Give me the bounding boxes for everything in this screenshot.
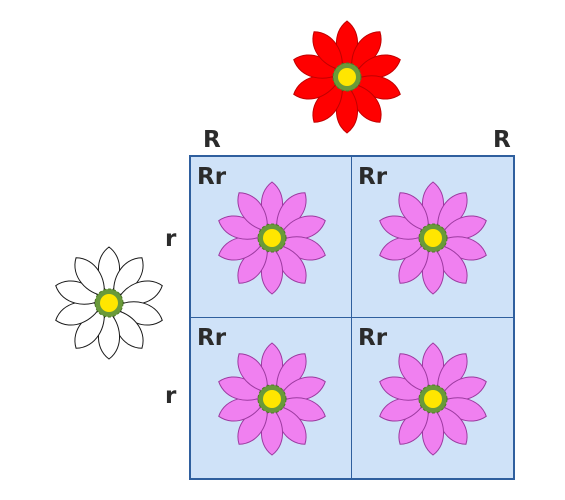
pink-flower-offspring (218, 181, 326, 295)
flower-petal (398, 192, 429, 232)
red-flower-parent (293, 20, 401, 134)
cell-genotype: Rr (358, 164, 388, 190)
pink-flower-offspring (379, 341, 487, 456)
flower-center (263, 389, 281, 408)
cell-genotype: Rr (197, 164, 227, 190)
flower-petal (398, 352, 429, 392)
flower-petal (237, 192, 268, 232)
top-allele-left: R (203, 127, 221, 153)
flower-center (263, 229, 281, 247)
flower-petal (74, 257, 105, 297)
flower-petal (312, 31, 343, 71)
cell-genotype: Rr (358, 324, 388, 351)
top-allele-right: R (493, 127, 511, 153)
white-flower-parent (55, 246, 163, 360)
cell-genotype: Rr (197, 324, 227, 351)
punnett-cell: Rr (191, 317, 352, 478)
pink-flower-offspring (218, 341, 326, 456)
flower-center (100, 294, 118, 312)
flower-center (424, 229, 442, 247)
side-allele-bottom: r (165, 383, 177, 409)
flower-petal (237, 352, 268, 392)
punnett-cell: Rr (352, 157, 513, 318)
punnett-cell: Rr (352, 318, 513, 479)
flower-center (338, 68, 356, 86)
side-allele-top: r (165, 226, 177, 252)
punnett-square: Rr Rr Rr Rr (189, 155, 515, 480)
pink-flower-offspring (379, 181, 487, 295)
punnett-cell: Rr (191, 157, 352, 318)
flower-center (424, 389, 442, 408)
